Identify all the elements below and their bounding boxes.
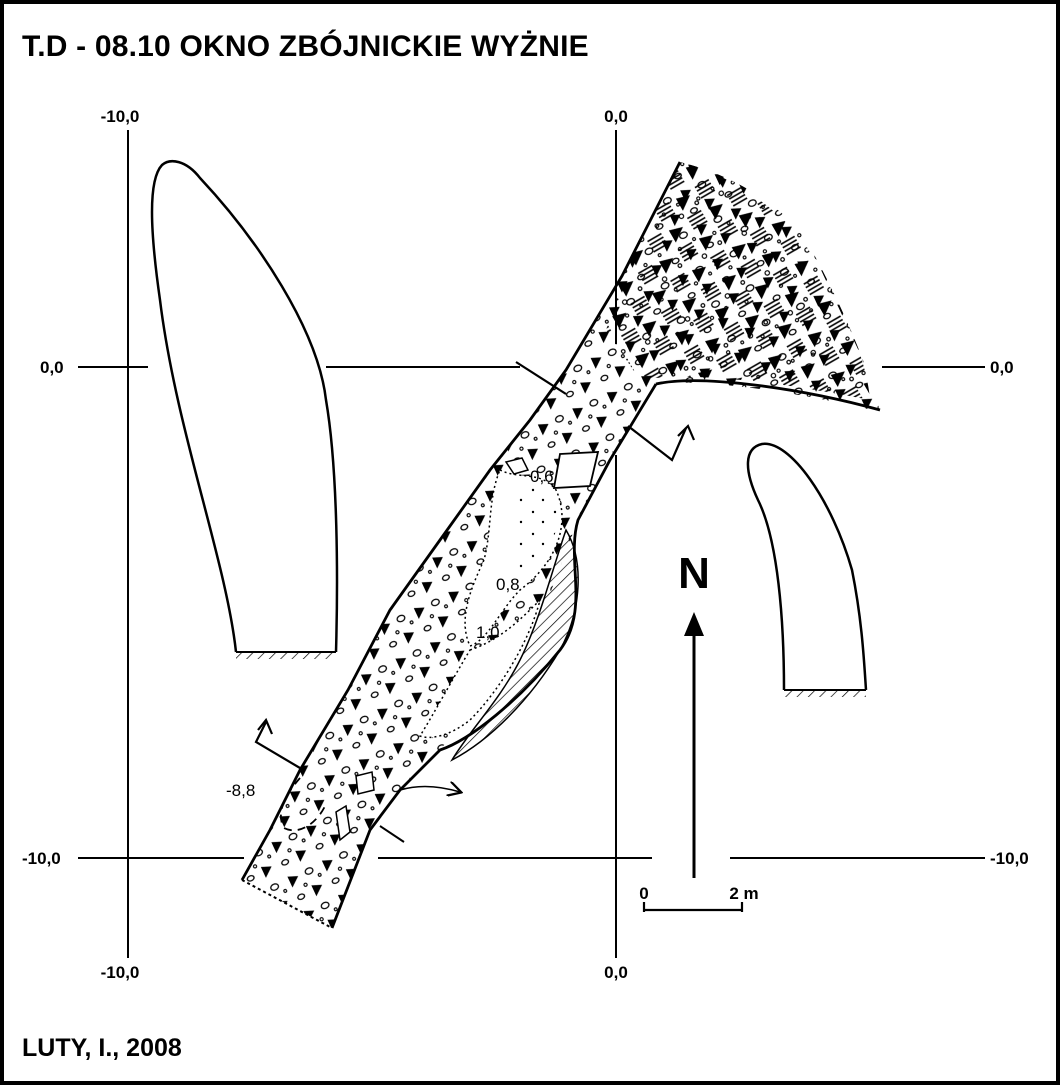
depth-label: 1,0 [476, 623, 500, 642]
north-label: N [678, 549, 710, 598]
scale-bar: 0 2 m [639, 884, 759, 912]
grid-label-bottom-left: -10,0 [101, 963, 140, 982]
section-arrow-icon [254, 717, 301, 769]
north-arrow-icon: N [678, 549, 710, 878]
grid-label-left-middle: 0,0 [40, 358, 64, 377]
map-title: T.D - 08.10 OKNO ZBÓJNICKIE WYŻNIE [22, 30, 589, 63]
cross-section-left [150, 160, 339, 659]
author-credit: LUTY, I., 2008 [22, 1034, 182, 1062]
grid-label-left-bottom: -10,0 [22, 849, 61, 868]
grid-label-right-middle: 0,0 [990, 358, 1014, 377]
depth-label: -8,8 [226, 781, 255, 800]
depth-label: 0,6 [530, 467, 554, 486]
grid-label-top-center: 0,0 [604, 107, 628, 126]
grid-label-right-bottom: -10,0 [990, 849, 1029, 868]
scale-start-label: 0 [639, 884, 648, 903]
scale-end-label: 2 m [729, 884, 758, 903]
grid-label-top-left: -10,0 [101, 107, 140, 126]
depth-label: 0,8 [496, 575, 520, 594]
section-arrow-icon [515, 361, 696, 462]
grid-label-bottom-center: 0,0 [604, 963, 628, 982]
cross-section-right [746, 442, 868, 697]
grid-lines [78, 130, 985, 958]
cave-passage [240, 161, 881, 929]
